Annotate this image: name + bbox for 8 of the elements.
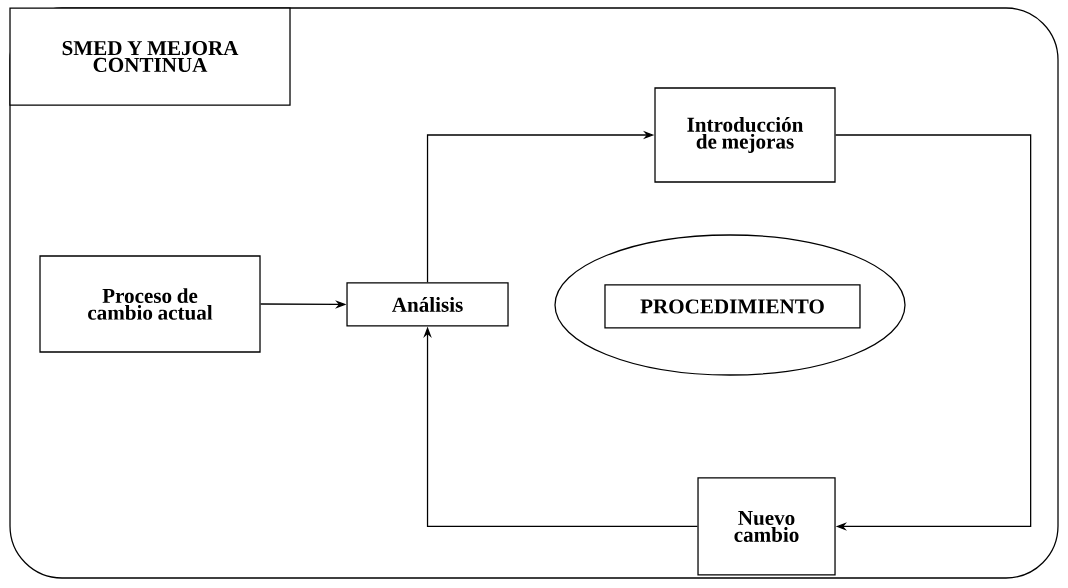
ellipse-shape xyxy=(554,234,906,376)
process-box: Análisis xyxy=(346,282,509,327)
title-box: SMED Y MEJORA CONTINUA xyxy=(9,7,291,106)
arrow xyxy=(835,134,1032,531)
process-box: Nuevo cambio xyxy=(697,477,836,576)
process-box: Introducción de mejoras xyxy=(654,87,836,183)
process-box: PROCEDIMIENTO xyxy=(604,284,861,329)
process-box: Proceso de cambio actual xyxy=(39,255,261,353)
